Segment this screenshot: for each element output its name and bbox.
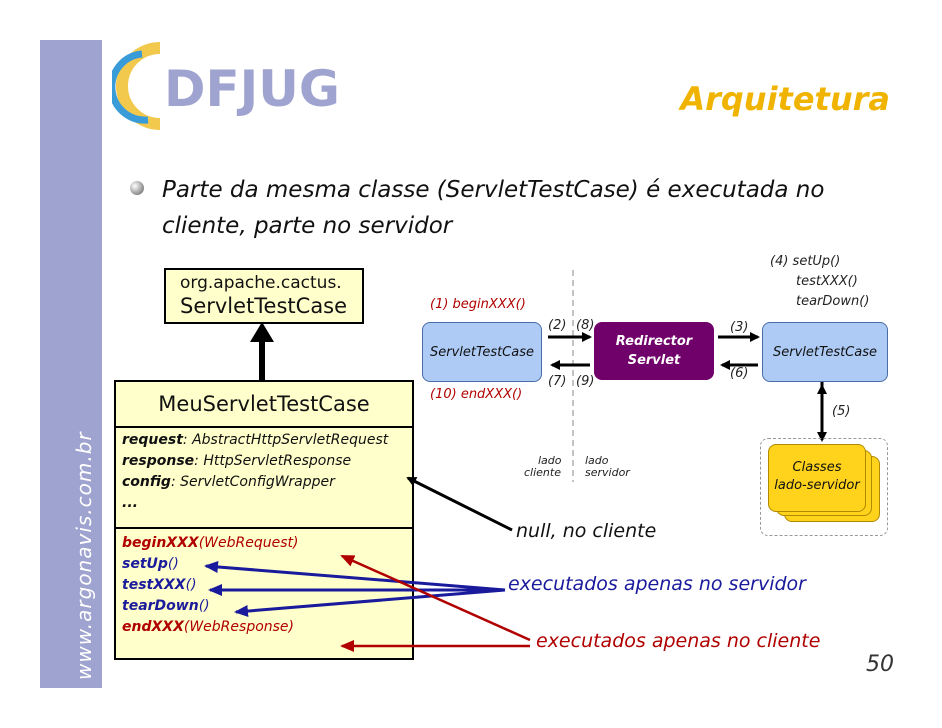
- classes-group-frame: [760, 438, 888, 536]
- label-2: (2): [548, 318, 567, 333]
- parent-class-box: org.apache.cactus. ServletTestCase: [164, 268, 364, 324]
- attribute-row: ...: [122, 495, 138, 511]
- method-params: (): [167, 556, 179, 572]
- client-only-caption: executados apenas no cliente: [536, 630, 821, 652]
- attribute-name: ...: [122, 495, 138, 511]
- attribute-type: : AbstractHttpServletRequest: [182, 432, 389, 448]
- label-4: (4) setUp(): [770, 254, 841, 269]
- classes-label-1: Classes: [792, 460, 842, 475]
- method-name: testXXX: [122, 577, 186, 593]
- child-class-box: MeuServletTestCase request: AbstractHttp…: [114, 380, 414, 660]
- method-params: (WebResponse): [183, 619, 295, 635]
- parent-class-name: ServletTestCase: [180, 294, 348, 318]
- null-client-caption: null, no cliente: [516, 520, 657, 542]
- bullet-text: Parte da mesma classe (ServletTestCase) …: [162, 177, 825, 239]
- method-name: endXXX: [122, 619, 184, 635]
- attributes-divider: [116, 426, 412, 428]
- method-params: (): [198, 598, 210, 614]
- label-3: (3): [730, 320, 749, 335]
- attribute-name: request: [122, 432, 183, 448]
- method-row: testXXX(): [122, 577, 197, 593]
- label-8: (8): [576, 318, 595, 333]
- blue-arrow-teardown: [234, 588, 506, 618]
- attribute-row: response: HttpServletResponse: [122, 453, 351, 469]
- label-end: (10) endXXX(): [430, 387, 523, 402]
- page-number: 50: [866, 652, 894, 677]
- redirector-servlet-box: Redirector Servlet: [594, 322, 714, 380]
- classes-label-2: lado-servidor: [774, 478, 860, 493]
- method-name: beginXXX: [122, 535, 199, 551]
- bullet-icon: [130, 181, 144, 195]
- method-params: (WebRequest): [198, 535, 299, 551]
- attribute-row: request: AbstractHttpServletRequest: [122, 432, 388, 448]
- attribute-type: : HttpServletResponse: [194, 453, 352, 469]
- methods-divider: [116, 527, 412, 529]
- lado-cliente-2: cliente: [524, 466, 561, 479]
- server-servlettestcase-box: ServletTestCase: [762, 322, 888, 382]
- label-5: (5): [832, 404, 851, 419]
- label-6: (6): [730, 366, 749, 381]
- method-name: setUp: [122, 556, 168, 572]
- lado-servidor-1: lado: [585, 454, 609, 467]
- client-box-label: ServletTestCase: [429, 344, 534, 360]
- attribute-type: : ServletConfigWrapper: [170, 474, 335, 490]
- classes-card-front: Classes lado-servidor: [768, 444, 866, 512]
- label-7: (7): [548, 374, 567, 389]
- redirector-label-2: Servlet: [627, 353, 681, 368]
- slide-title: Arquitetura: [680, 80, 890, 118]
- label-4-teardown: tearDown(): [796, 294, 870, 309]
- red-arrow-begin: [340, 554, 531, 642]
- method-name: tearDown: [122, 598, 199, 614]
- lado-servidor-2: servidor: [585, 466, 630, 479]
- dfjug-logo: DFJUG: [112, 42, 340, 130]
- sidebar-band: [40, 40, 102, 688]
- attribute-name: response: [122, 453, 195, 469]
- method-row: endXXX(WebResponse): [122, 619, 294, 635]
- child-class-name: MeuServletTestCase: [158, 392, 370, 416]
- inheritance-arrowhead-icon: [250, 322, 274, 342]
- method-row: beginXXX(WebRequest): [122, 535, 298, 551]
- redirector-label-1: Redirector: [615, 334, 693, 349]
- logo-inner-arc-icon: [112, 50, 149, 124]
- null-pointer-arrow: [406, 476, 513, 532]
- attribute-row: config: ServletConfigWrapper: [122, 474, 335, 490]
- attribute-name: config: [122, 474, 171, 490]
- client-servlettestcase-box: ServletTestCase: [422, 322, 542, 382]
- server-box-label: ServletTestCase: [772, 344, 877, 360]
- label-begin: (1) beginXXX(): [430, 297, 526, 312]
- label-4-test: testXXX(): [796, 274, 858, 289]
- server-only-caption: executados apenas no servidor: [508, 573, 806, 595]
- method-row: setUp(): [122, 556, 179, 572]
- logo-text: DFJUG: [164, 60, 340, 118]
- lado-cliente-1: lado: [538, 454, 562, 467]
- method-params: (): [185, 577, 197, 593]
- blue-arrow-setup: [204, 560, 506, 592]
- parent-class-package: org.apache.cactus.: [180, 273, 342, 293]
- label-9: (9): [576, 374, 595, 389]
- method-row: tearDown(): [122, 598, 210, 614]
